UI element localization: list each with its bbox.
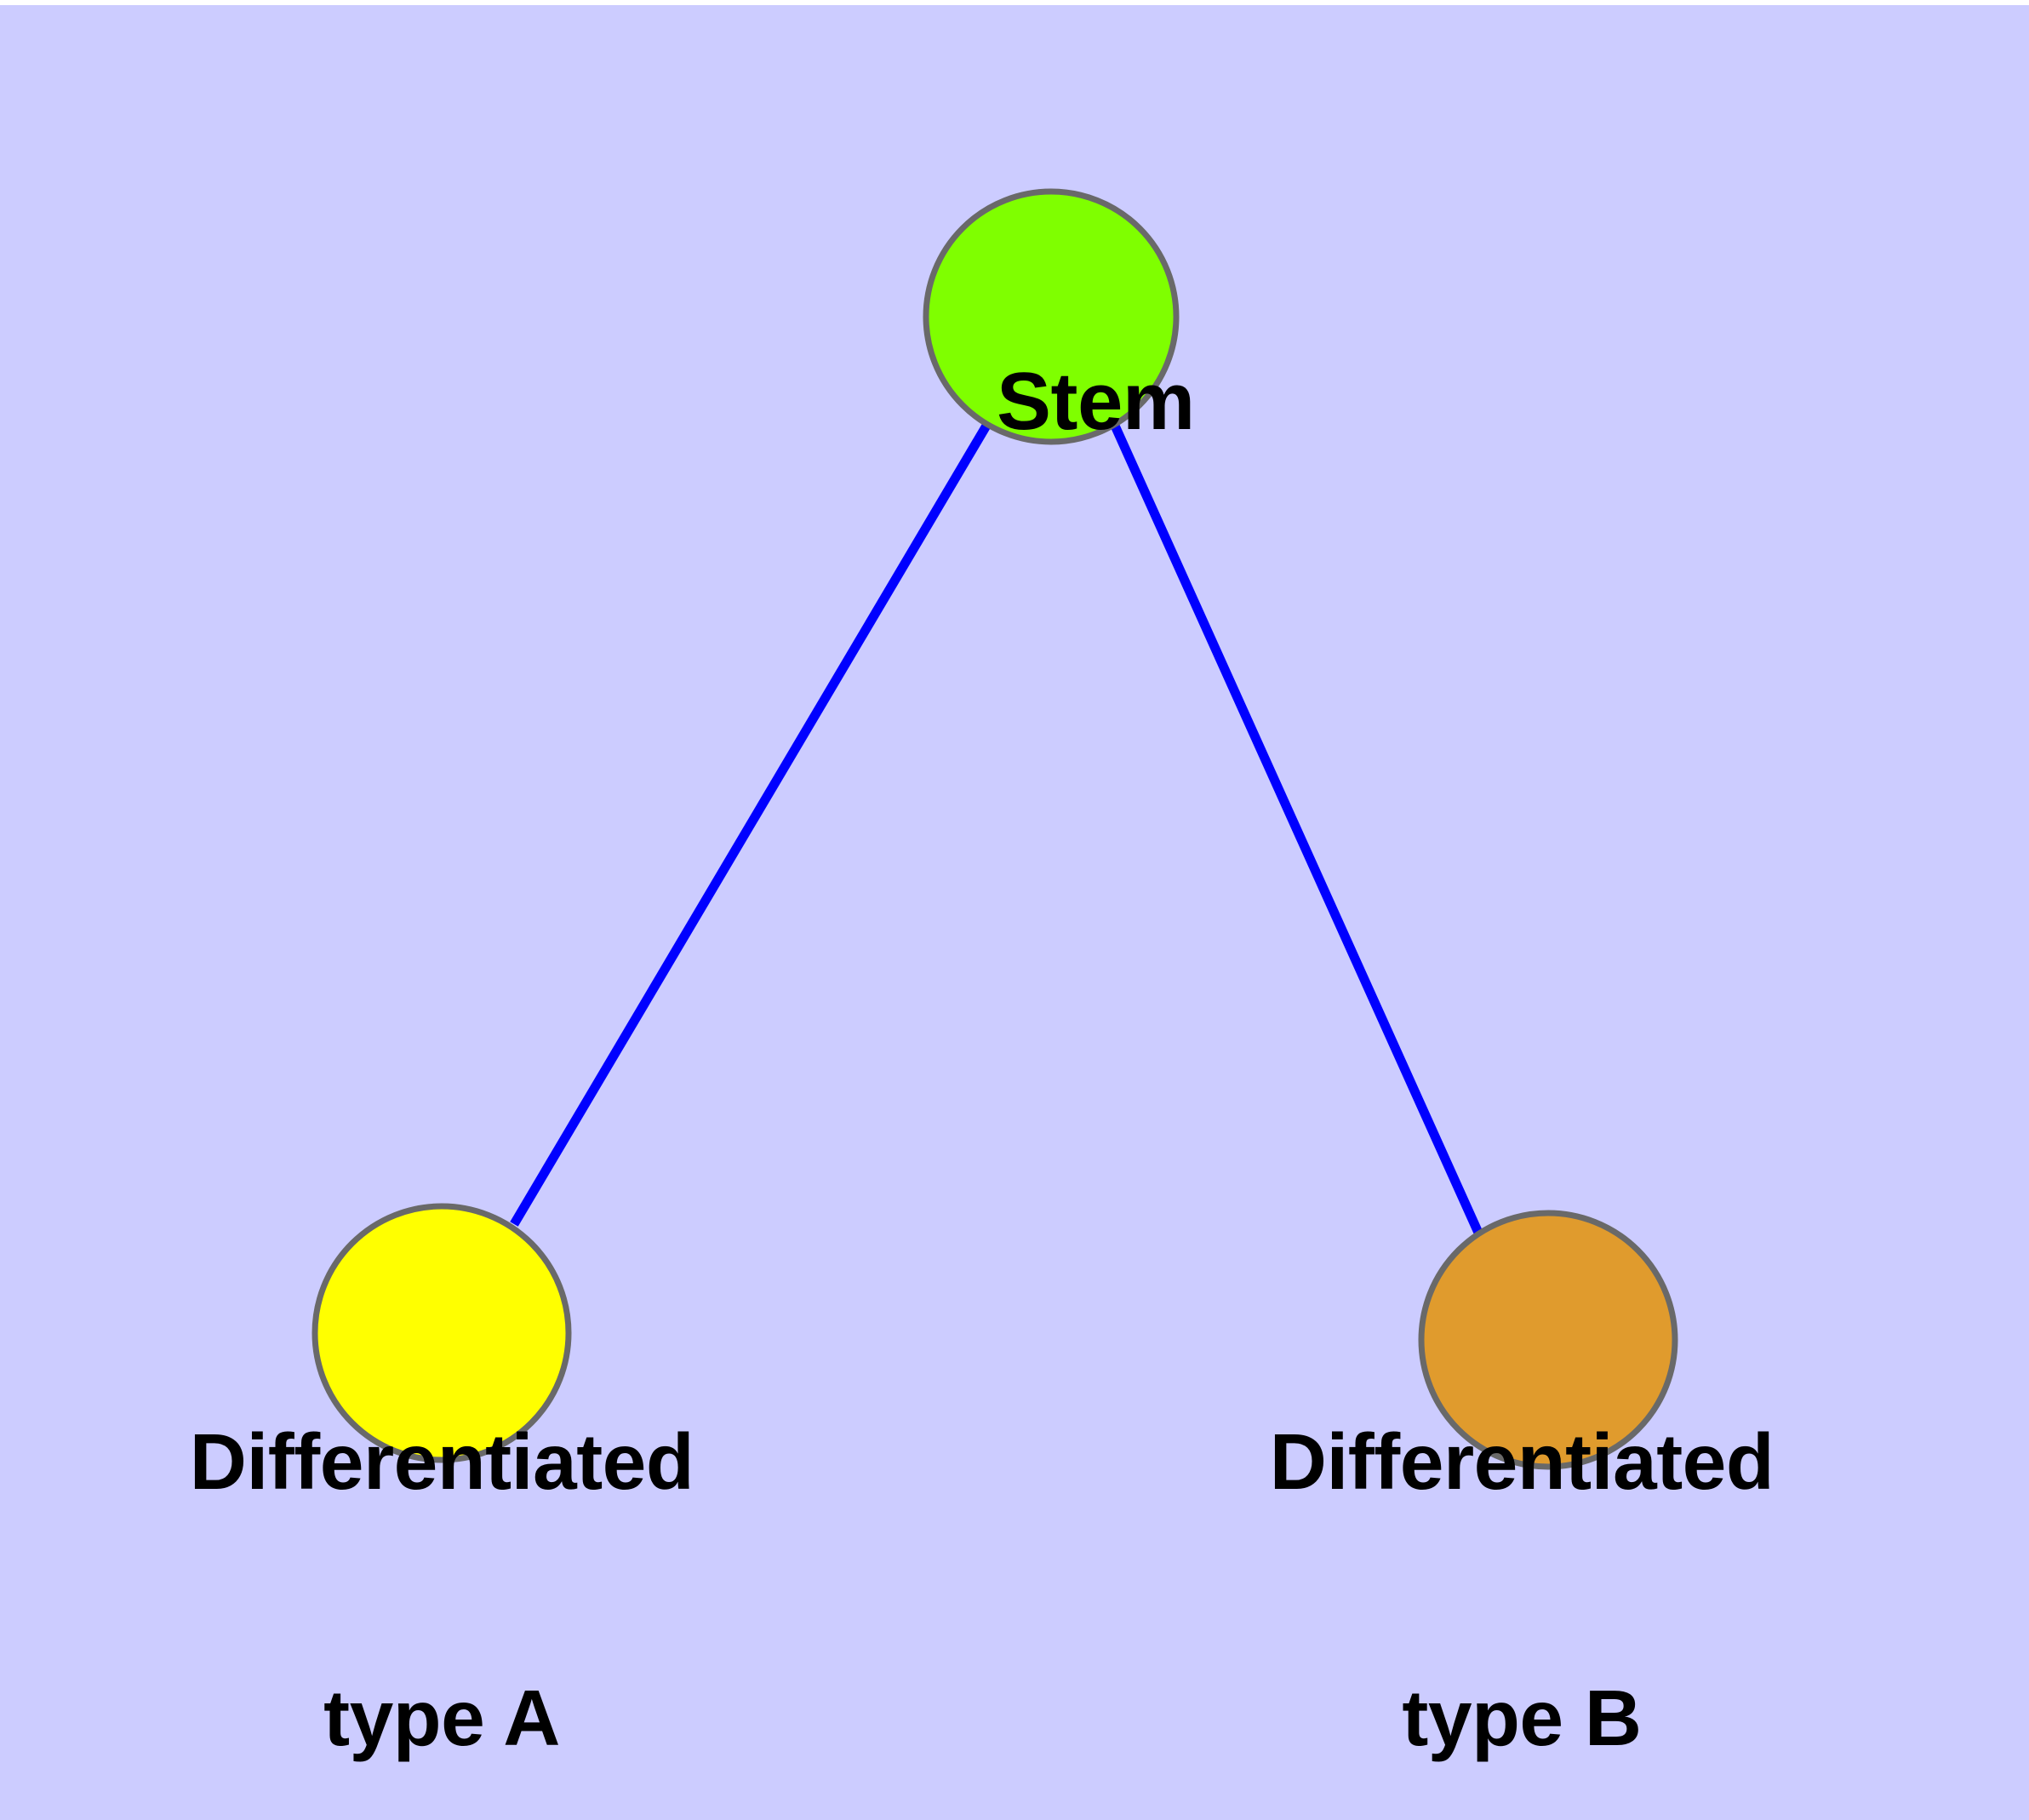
edge-stem-to-diff-b[interactable] (1110, 423, 1483, 1235)
node-differentiated-type-b[interactable] (1418, 1210, 1678, 1470)
node-stem[interactable] (923, 188, 1180, 445)
edge-layer (510, 423, 1483, 1235)
edge-stem-to-diff-a[interactable] (510, 423, 991, 1227)
node-differentiated-type-a[interactable] (311, 1203, 572, 1463)
node-layer (311, 188, 1678, 1470)
